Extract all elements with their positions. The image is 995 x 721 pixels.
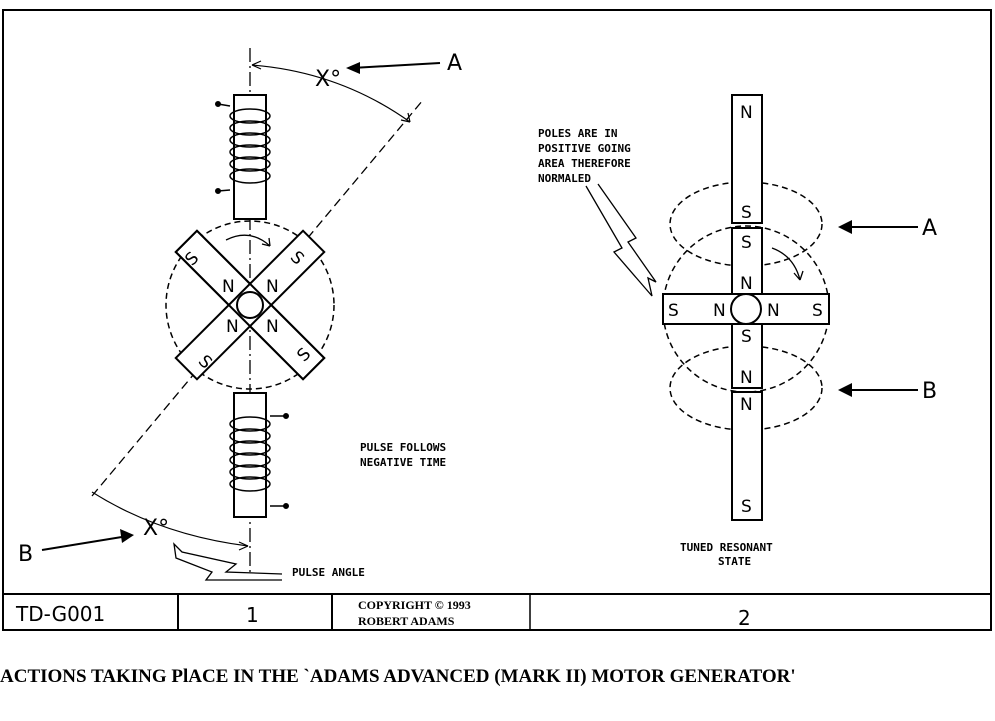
- ref-label-a-right: A: [922, 216, 937, 241]
- rotor-cross: [174, 229, 326, 381]
- state-line-2: STATE: [718, 555, 751, 568]
- ref-label-b-right: B: [922, 379, 937, 404]
- title-block-cell-1: 1: [246, 603, 259, 627]
- right-pole-labels: N S S N S N S N N S N S: [668, 103, 823, 517]
- rotor-pole-n-left: N: [713, 301, 726, 321]
- rotor-circle: [165, 220, 335, 390]
- bottom-coil: [229, 415, 286, 507]
- angle-arc-top: [251, 64, 411, 123]
- ref-label-b-left: B: [18, 542, 33, 567]
- rotor-pole-s-top: S: [741, 233, 752, 253]
- note-line-4: NORMALED: [538, 172, 591, 185]
- figure-caption: ACTIONS TAKING PlACE IN THE `ADAMS ADVAN…: [0, 666, 796, 687]
- angle-label-top: X°: [315, 67, 341, 92]
- angle-arc-bottom: [91, 491, 249, 547]
- rotor-pole-s-left: S: [668, 301, 679, 321]
- pulse-angle-label: PULSE ANGLE: [292, 566, 365, 579]
- note-line-3: AREA THEREFORE: [538, 157, 631, 170]
- note-pulse-follows: PULSE FOLLOWS: [360, 441, 446, 454]
- arrow-a-left: [351, 62, 441, 69]
- arrow-b-left: [41, 535, 129, 551]
- sheet-number: 2: [738, 606, 751, 630]
- right-diagram: [585, 94, 918, 521]
- title-block: [3, 593, 991, 631]
- rotation-arrow-right: [771, 247, 801, 281]
- bottom-bar-pole-s: S: [741, 497, 752, 517]
- note-negative-time: NEGATIVE TIME: [360, 456, 446, 469]
- rotor-pole-n-4: N: [266, 317, 279, 337]
- left-diagram: [41, 48, 441, 581]
- note-line-1: POLES ARE IN: [538, 127, 617, 140]
- rotor-pole-s-right: S: [812, 301, 823, 321]
- top-bar-pole-s: S: [741, 203, 752, 223]
- rotor-pole-s-bottom: S: [741, 327, 752, 347]
- rotor-pole-n-right: N: [767, 301, 780, 321]
- rotor-pole-n-2: N: [266, 277, 279, 297]
- top-bar-pole-n: N: [740, 103, 753, 123]
- top-coil: [217, 103, 271, 192]
- drawing-number: TD-G001: [15, 602, 105, 626]
- diagram-sheet: X° A X° B S S S S N N N N PULSE FOLLOWS …: [2, 9, 992, 631]
- ref-label-a-left: A: [447, 51, 462, 76]
- state-line-1: TUNED RESONANT: [680, 541, 773, 554]
- angle-label-bottom: X°: [143, 516, 169, 541]
- bottom-bar-pole-n: N: [740, 395, 753, 415]
- copyright-line-1: COPYRIGHT © 1993: [358, 598, 471, 612]
- bottom-bar-magnet: [731, 391, 763, 521]
- rotor-pole-n-bottom: N: [740, 368, 753, 388]
- rotor-pole-n-3: N: [226, 317, 239, 337]
- copyright-line-2: ROBERT ADAMS: [358, 614, 455, 628]
- rotor-pole-n-1: N: [222, 277, 235, 297]
- note-line-2: POSITIVE GOING: [538, 142, 631, 155]
- rotation-arrow: [225, 234, 271, 247]
- rotor-pole-n-top: N: [740, 274, 753, 294]
- pulse-angle-arrow: [173, 542, 283, 581]
- top-bar-magnet: [731, 94, 763, 224]
- note-lightning-arrow: [585, 183, 657, 297]
